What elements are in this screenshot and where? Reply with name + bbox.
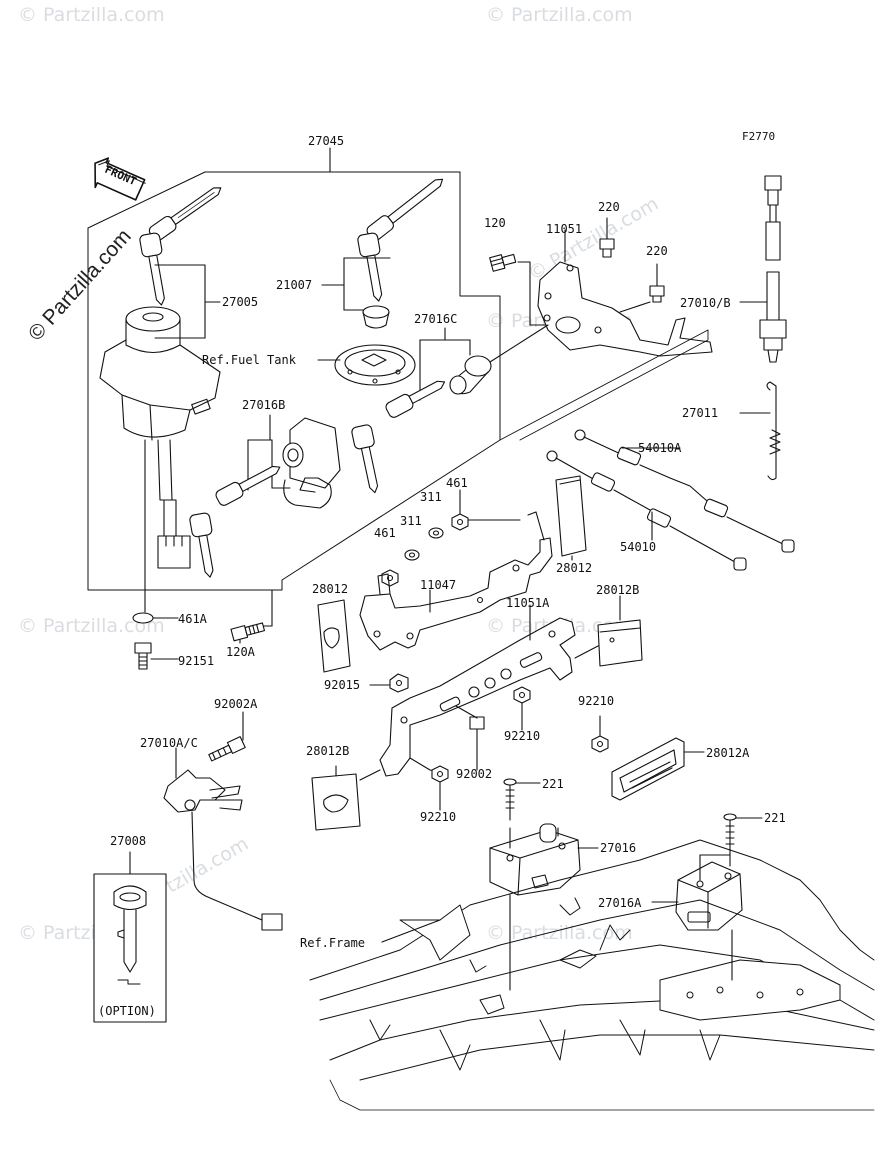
part-label-54010[interactable]: 54010 bbox=[620, 540, 657, 554]
switch-icon bbox=[163, 769, 283, 931]
key-icon bbox=[189, 512, 214, 578]
part-label-11051A[interactable]: 11051A bbox=[506, 596, 550, 610]
cable-icon bbox=[574, 429, 795, 553]
part-label-27010-b[interactable]: 27010/B bbox=[680, 296, 731, 310]
nut-icon bbox=[451, 513, 469, 531]
part-label-27016[interactable]: 27016 bbox=[600, 841, 637, 855]
part-label-92210[interactable]: 92210 bbox=[504, 729, 541, 743]
key-icon bbox=[148, 187, 222, 242]
part-label-461[interactable]: 461 bbox=[374, 526, 396, 540]
reflector-icon bbox=[611, 737, 685, 801]
nut-icon bbox=[381, 569, 399, 587]
washer-icon bbox=[132, 612, 154, 624]
part-label-27011[interactable]: 27011 bbox=[682, 406, 719, 420]
bolt-icon bbox=[489, 253, 517, 272]
kit-outline bbox=[87, 171, 501, 591]
part-label-28012[interactable]: 28012 bbox=[312, 582, 349, 596]
part-label-92151[interactable]: 92151 bbox=[178, 654, 215, 668]
mount-block-icon bbox=[489, 823, 581, 896]
part-label-11047[interactable]: 11047 bbox=[420, 578, 457, 592]
bolt-icon bbox=[230, 622, 266, 642]
lock-cylinder-icon bbox=[449, 355, 492, 395]
part-label-461[interactable]: 461 bbox=[446, 476, 468, 490]
washer-icon bbox=[428, 527, 444, 539]
seat-lock-icon bbox=[282, 417, 341, 509]
watermark: © Partzilla.com bbox=[486, 922, 633, 944]
bracket-icon bbox=[537, 261, 713, 357]
part-label-54010A[interactable]: 54010A bbox=[638, 441, 682, 455]
pad-icon bbox=[317, 599, 351, 673]
key-icon bbox=[139, 232, 165, 306]
part-label-120A[interactable]: 120A bbox=[226, 645, 255, 659]
screw-icon bbox=[503, 778, 517, 821]
part-label-27008[interactable]: 27008 bbox=[110, 834, 147, 848]
mount-block-icon bbox=[675, 861, 743, 931]
part-label-221[interactable]: 221 bbox=[542, 777, 564, 791]
figure-code: F2770 bbox=[742, 130, 776, 143]
watermark: © Partzilla.com bbox=[486, 4, 633, 26]
part-label-311[interactable]: 311 bbox=[400, 514, 422, 528]
key-icon bbox=[366, 178, 444, 241]
pad-icon bbox=[311, 773, 361, 831]
part-label-92210[interactable]: 92210 bbox=[578, 694, 615, 708]
bolt-icon bbox=[469, 716, 485, 771]
part-label-11051[interactable]: 11051 bbox=[546, 222, 583, 236]
part-label-27016A[interactable]: 27016A bbox=[598, 896, 642, 910]
key-icon bbox=[215, 465, 281, 506]
part-label-28012B[interactable]: 28012B bbox=[306, 744, 350, 758]
part-label-27005[interactable]: 27005 bbox=[222, 295, 259, 309]
bolt-icon bbox=[208, 736, 246, 762]
bolt-icon bbox=[599, 238, 615, 258]
part-label-120[interactable]: 120 bbox=[484, 216, 506, 230]
part-label-220[interactable]: 220 bbox=[646, 244, 668, 258]
key-icon bbox=[357, 232, 383, 302]
ref-frame-label: Ref.Frame bbox=[300, 936, 366, 950]
ref-fuel-tank-label: Ref.Fuel Tank bbox=[202, 353, 296, 367]
part-label-21007[interactable]: 21007 bbox=[276, 278, 313, 292]
key-icon bbox=[351, 424, 379, 494]
front-arrow-icon bbox=[94, 157, 146, 201]
bolt-icon bbox=[134, 642, 152, 670]
part-label-311[interactable]: 311 bbox=[420, 490, 442, 504]
ignition-switch-icon bbox=[99, 306, 221, 569]
key-icon bbox=[385, 380, 446, 418]
bracket-icon bbox=[379, 617, 576, 777]
key-icon bbox=[113, 885, 147, 973]
bracket-icon bbox=[359, 511, 553, 651]
part-label-27045[interactable]: 27045 bbox=[308, 134, 345, 148]
plug-icon bbox=[362, 305, 390, 329]
nut-icon bbox=[591, 735, 609, 753]
bolt-icon bbox=[649, 285, 665, 303]
screw-icon bbox=[723, 813, 737, 851]
fuel-tank-cap-icon bbox=[334, 344, 416, 386]
part-label-28012B[interactable]: 28012B bbox=[596, 583, 640, 597]
pad-icon bbox=[597, 619, 643, 667]
spring-icon bbox=[766, 381, 781, 481]
frame-icon bbox=[309, 839, 875, 1111]
option-label: (OPTION) bbox=[98, 1004, 156, 1018]
part-label-92015[interactable]: 92015 bbox=[324, 678, 361, 692]
part-label-92002[interactable]: 92002 bbox=[456, 767, 493, 781]
part-label-27016B[interactable]: 27016B bbox=[242, 398, 286, 412]
watermark: © Partzilla.com bbox=[18, 615, 165, 637]
part-label-27010A-C[interactable]: 27010A/C bbox=[140, 736, 198, 750]
nut-icon bbox=[389, 673, 409, 693]
part-label-220[interactable]: 220 bbox=[598, 200, 620, 214]
part-label-461A[interactable]: 461A bbox=[178, 612, 207, 626]
watermark: © Partzilla.com bbox=[18, 4, 165, 26]
nut-icon bbox=[513, 686, 531, 704]
washer-icon bbox=[404, 549, 420, 561]
nut-icon bbox=[431, 765, 449, 783]
part-label-221[interactable]: 221 bbox=[764, 811, 786, 825]
switch-icon bbox=[759, 175, 787, 363]
pad-icon bbox=[555, 475, 587, 557]
cable-icon bbox=[546, 450, 747, 571]
part-label-28012A[interactable]: 28012A bbox=[706, 746, 750, 760]
part-label-92210[interactable]: 92210 bbox=[420, 810, 457, 824]
part-label-27016C[interactable]: 27016C bbox=[414, 312, 458, 326]
part-label-92002A[interactable]: 92002A bbox=[214, 697, 258, 711]
part-label-28012[interactable]: 28012 bbox=[556, 561, 593, 575]
